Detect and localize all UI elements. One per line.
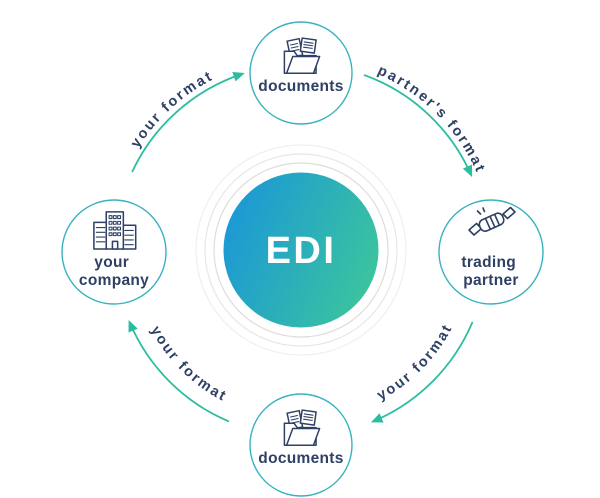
- arrow-partner-to-documents: [370, 321, 474, 423]
- folder-documents-icon: [283, 409, 321, 446]
- edi-gradient-circle: [223, 172, 379, 328]
- node-label-your-company: your company: [79, 254, 149, 289]
- node-trading-partner: trading partner: [438, 199, 544, 305]
- folder-documents-icon: [283, 37, 321, 74]
- edi-title: EDI: [266, 230, 337, 272]
- center-rings: [195, 144, 407, 356]
- flow-label-company-to-documents: your format: [128, 68, 216, 151]
- flow-label-partner-to-documents: your format: [374, 321, 456, 404]
- edi-center: EDI: [223, 172, 379, 328]
- node-label-documents-bottom: documents: [258, 450, 343, 467]
- arrow-documents-to-partner: [363, 74, 473, 178]
- center-ring-middle: [204, 153, 398, 347]
- flow-arrows: [128, 71, 474, 423]
- arrow-company-to-documents: [131, 71, 245, 173]
- node-label-documents-top: documents: [258, 78, 343, 95]
- center-ring-outer: [195, 144, 407, 356]
- node-circle: [438, 199, 544, 305]
- arrow-documents-to-company: [128, 319, 230, 423]
- handshake-icon: [468, 206, 516, 236]
- node-circle: [61, 199, 167, 305]
- office-building-icon: [93, 211, 137, 250]
- node-label-trading-partner: trading partner: [461, 254, 520, 289]
- node-documents-top: documents: [249, 21, 353, 125]
- center-ring-inner: [213, 162, 389, 338]
- node-your-company: your company: [61, 199, 167, 305]
- node-documents-bottom: documents: [249, 393, 353, 497]
- flow-label-documents-to-company: your format: [147, 323, 230, 405]
- flow-label-documents-to-partner: partner's format: [375, 63, 488, 176]
